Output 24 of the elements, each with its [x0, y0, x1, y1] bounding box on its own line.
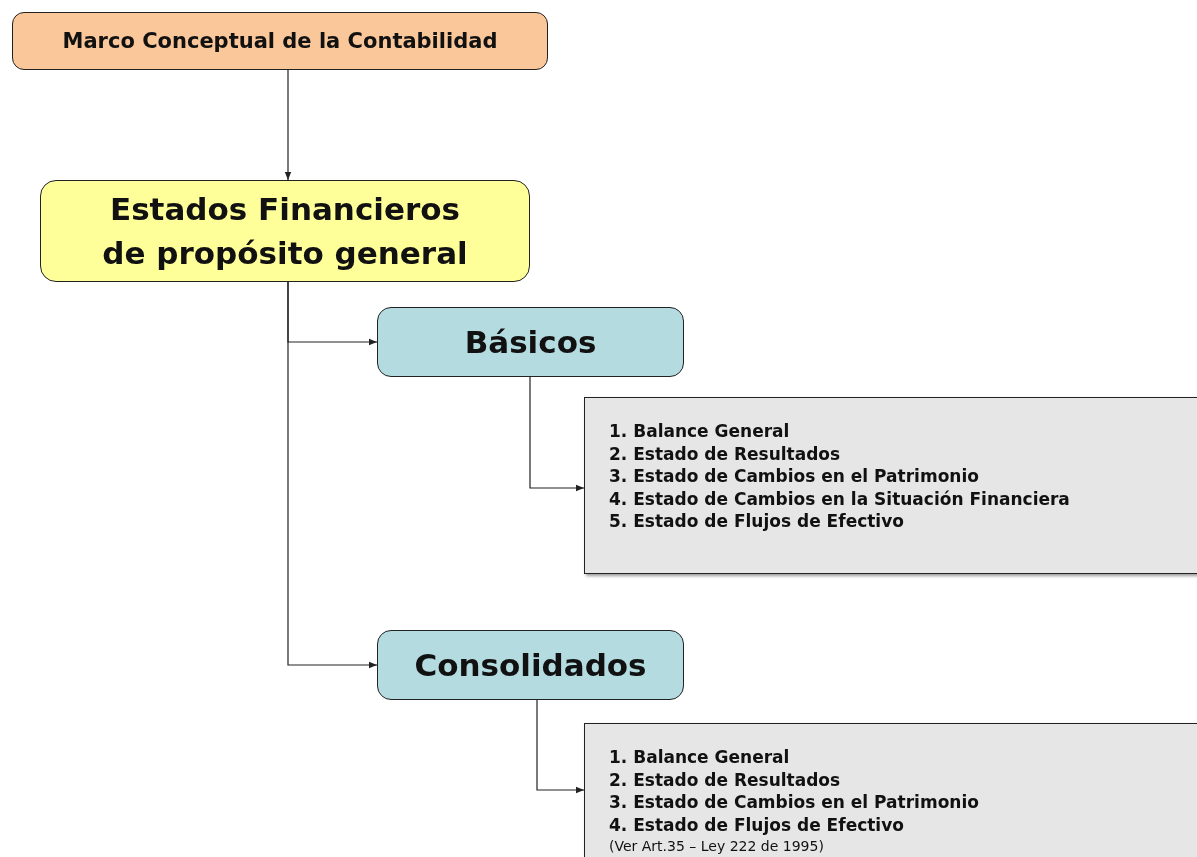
node-label: Estados Financieros de propósito general	[101, 190, 469, 273]
node-label: Básicos	[464, 324, 597, 360]
list-item: 5. Estado de Flujos de Efectivo	[609, 510, 904, 533]
category-box	[377, 307, 684, 377]
arrow	[529, 376, 585, 492]
list-item: 3. Estado de Cambios en el Patrimonio	[609, 465, 979, 488]
list-item: 4. Estado de Cambios en la Situación Financiera	[609, 487, 1070, 510]
list-item: 1. Balance General	[609, 420, 790, 443]
list-item: 2. Estado de Resultados	[609, 442, 841, 465]
title-box	[12, 12, 548, 70]
node-label: Consolidados	[414, 647, 647, 683]
list-item: 4. Estado de Flujos de Efectivo	[609, 813, 904, 836]
list-item: 2. Estado de Resultados	[609, 768, 841, 791]
arrow	[536, 699, 585, 794]
list-panel	[584, 397, 1197, 574]
node-label: Marco Conceptual de la Contabilidad	[62, 29, 498, 53]
list-item: 3. Estado de Cambios en el Patrimonio	[609, 791, 979, 814]
list-item: 1. Balance General	[609, 746, 790, 769]
category-box	[377, 630, 684, 700]
list-panel	[584, 723, 1197, 857]
arrow	[287, 281, 378, 669]
arrow	[284, 69, 292, 181]
process-box	[40, 180, 530, 282]
note-text: (Ver Art.35 – Ley 222 de 1995)	[609, 837, 824, 856]
